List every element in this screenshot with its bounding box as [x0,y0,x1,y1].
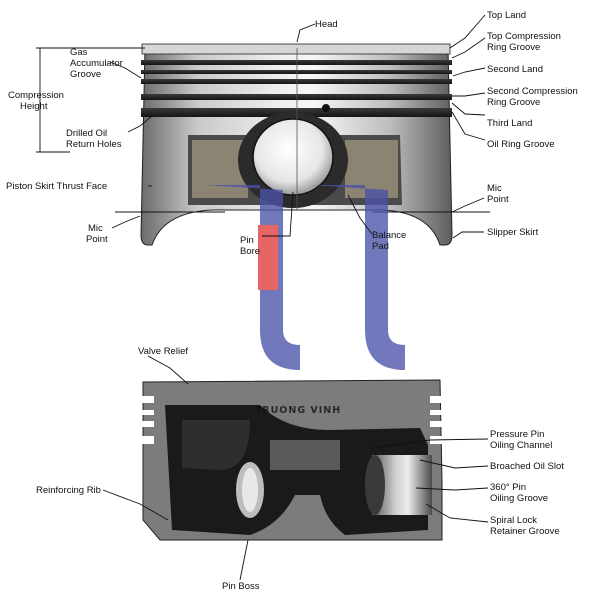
leader-lines [36,14,489,581]
label-head: Head [315,19,338,30]
label-top-compression-ring-groove-1: Top Compression [487,31,561,42]
label-pin-bore-2: Bore [240,246,260,257]
watermark-text: TRUONG VINH [255,405,341,416]
label-piston-skirt-thrust-face: Piston Skirt Thrust Face [6,181,107,192]
label-compression-height-2: Height [20,101,48,112]
label-mic-point-left-2: Point [86,234,108,245]
label-compression-height-1: Compression [8,90,64,101]
label-slipper-skirt: Slipper Skirt [487,227,539,238]
label-top-compression-ring-groove-2: Ring Groove [487,42,540,53]
piston-cross-section [140,379,444,541]
label-mic-point-left-1: Mic [88,223,103,234]
label-oil-ring-groove: Oil Ring Groove [487,139,555,150]
label-spiral-lock-retainer-groove-1: Spiral Lock [490,515,537,526]
label-gas-accumulator-groove-1: Gas [70,47,88,58]
label-balance-pad-1: Balance [372,230,406,241]
label-pressure-pin-oiling-channel-1: Pressure Pin [490,429,544,440]
watermark-left-stroke [205,185,300,370]
labels: Head Top Land Top Compression Ring Groov… [6,10,578,592]
piston-side-view [115,43,490,246]
label-valve-relief: Valve Relief [138,346,188,357]
label-drilled-oil-return-holes-2: Return Holes [66,139,122,150]
label-360-pin-oiling-groove-2: Oiling Groove [490,493,548,504]
label-balance-pad-2: Pad [372,241,389,252]
watermark-red-bar [258,225,278,290]
label-broached-oil-slot: Broached Oil Slot [490,461,564,472]
label-360-pin-oiling-groove-1: 360° Pin [490,482,526,493]
label-mic-point-right-2: Point [487,194,509,205]
label-second-land: Second Land [487,64,543,75]
label-gas-accumulator-groove-2: Accumulator [70,58,123,69]
watermark-right-stroke [310,185,405,370]
label-second-compression-ring-groove-1: Second Compression [487,86,578,97]
label-reinforcing-rib: Reinforcing Rib [36,485,101,496]
label-pressure-pin-oiling-channel-2: Oiling Channel [490,440,552,451]
label-second-compression-ring-groove-2: Ring Groove [487,97,540,108]
label-drilled-oil-return-holes-1: Drilled Oil [66,128,107,139]
label-top-land: Top Land [487,10,526,21]
label-third-land: Third Land [487,118,532,129]
label-spiral-lock-retainer-groove-2: Retainer Groove [490,526,560,537]
label-pin-bore-1: Pin [240,235,254,246]
label-mic-point-right-1: Mic [487,183,502,194]
label-gas-accumulator-groove-3: Groove [70,69,101,80]
label-pin-boss: Pin Boss [222,581,260,592]
watermark-logo: TRUONG VINH [205,185,405,416]
